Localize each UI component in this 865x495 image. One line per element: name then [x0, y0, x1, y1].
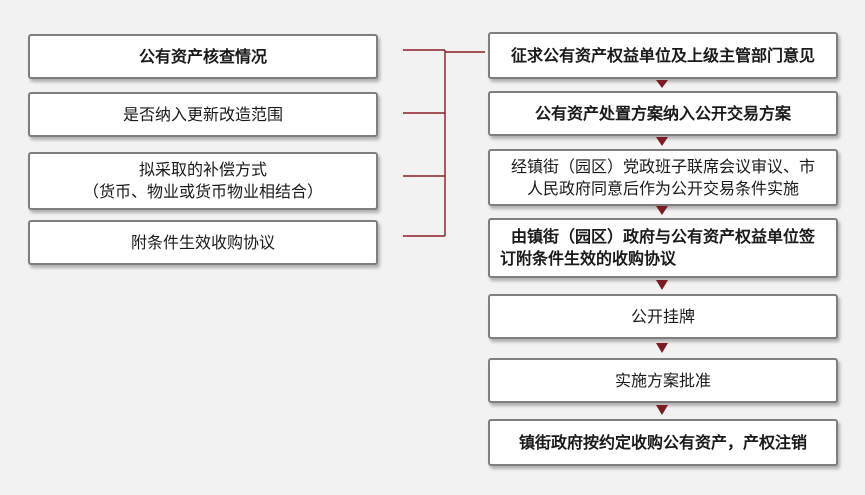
- step-line: 订附条件生效的收购协议: [500, 249, 677, 268]
- step-line: 人民政府同意后作为公开交易条件实施: [526, 178, 799, 198]
- left-item-label: 附条件生效收购协议: [130, 232, 275, 252]
- down-arrow-icon: [656, 343, 668, 353]
- left-item-line: 拟采取的补偿方式: [138, 160, 267, 179]
- left-item-label: 公有资产核查情况: [138, 46, 267, 66]
- left-item-asset-check: 公有资产核查情况: [28, 34, 378, 79]
- step-public-listing: 公开挂牌: [488, 294, 838, 339]
- step-label: 镇街政府按约定收购公有资产，产权注销: [518, 432, 807, 452]
- step-solicit-opinions: 征求公有资产权益单位及上级主管部门意见: [488, 32, 838, 79]
- step-label: 实施方案批准: [614, 370, 711, 390]
- down-arrow-icon: [656, 206, 668, 215]
- down-arrow-icon: [656, 405, 668, 415]
- step-label: 征求公有资产权益单位及上级主管部门意见: [510, 45, 815, 65]
- step-joint-meeting-review: 经镇街（园区）党政班子联席会议审议、市 人民政府同意后作为公开交易条件实施: [488, 149, 838, 206]
- down-arrow-icon: [656, 80, 668, 88]
- step-label: 公开挂牌: [630, 306, 695, 326]
- down-arrow-icon: [656, 280, 668, 290]
- step-acquisition-cancel: 镇街政府按约定收购公有资产，产权注销: [488, 419, 838, 466]
- step-sign-agreement: 由镇街（园区）政府与公有资产权益单位签 订附条件生效的收购协议: [488, 218, 838, 278]
- step-label: 公有资产处置方案纳入公开交易方案: [534, 103, 791, 123]
- left-item-compensation: 拟采取的补偿方式 （货币、物业或货币物业相结合）: [28, 152, 378, 210]
- left-item-renewal-scope: 是否纳入更新改造范围: [28, 92, 378, 137]
- left-item-line: （货币、物业或货币物业相结合）: [82, 182, 323, 201]
- step-line: 经镇街（园区）党政班子联席会议审议、市: [510, 156, 815, 176]
- step-line: 由镇街（园区）政府与公有资产权益单位签: [510, 227, 815, 246]
- down-arrow-icon: [656, 137, 668, 146]
- left-item-label: 是否纳入更新改造范围: [122, 104, 283, 124]
- left-item-agreement: 附条件生效收购协议: [28, 220, 378, 265]
- step-disposal-plan: 公有资产处置方案纳入公开交易方案: [488, 91, 838, 136]
- step-plan-approval: 实施方案批准: [488, 358, 838, 403]
